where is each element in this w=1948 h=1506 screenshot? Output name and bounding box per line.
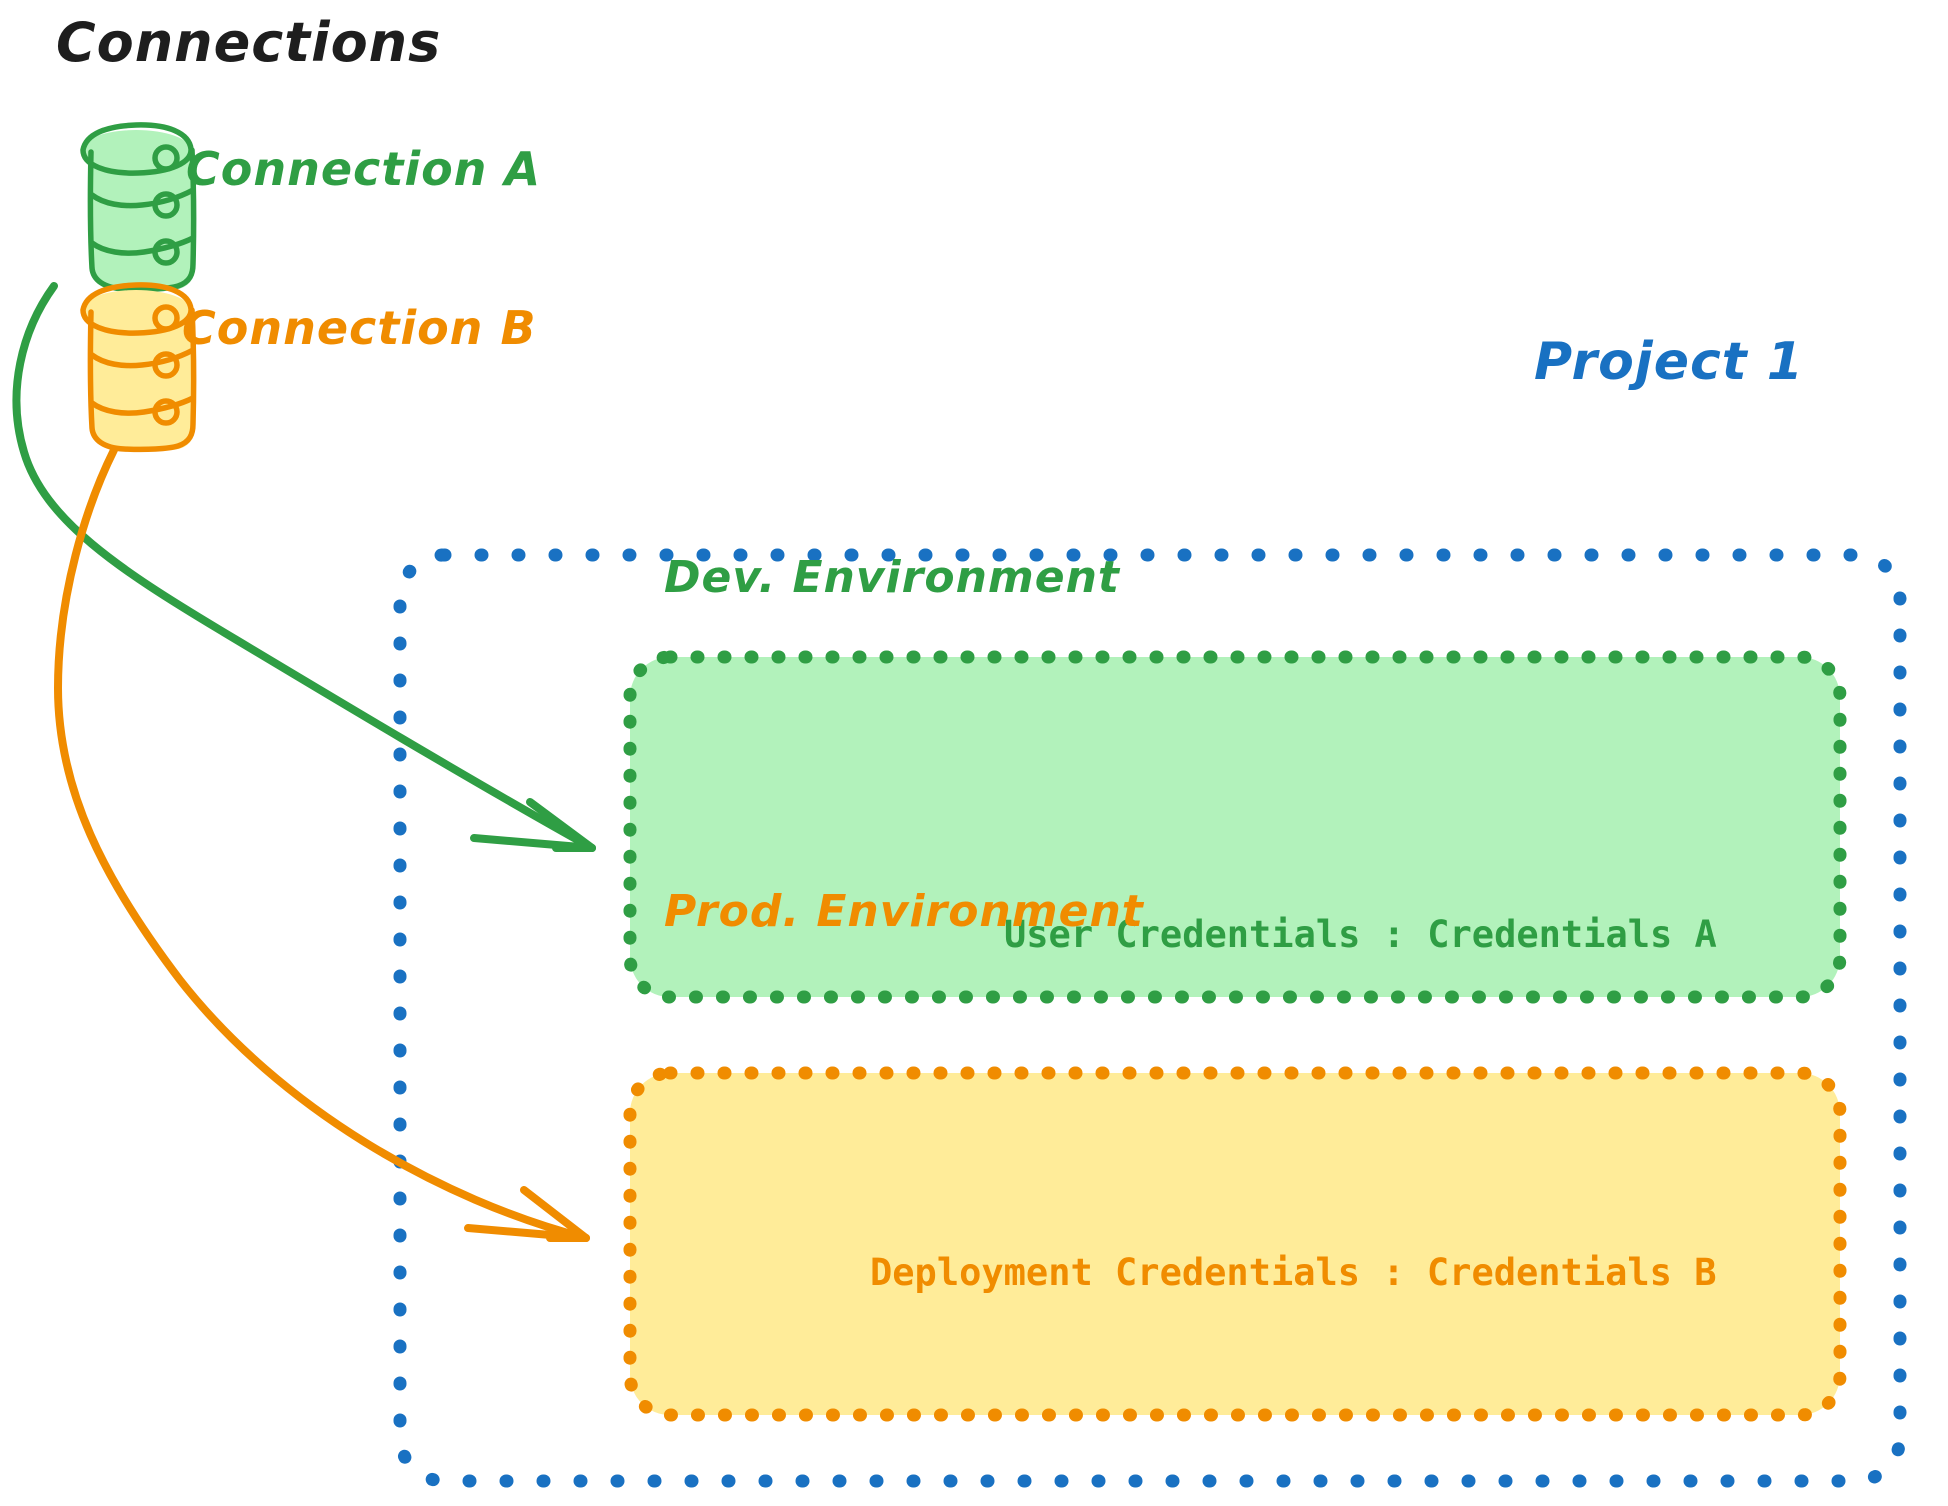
db-b-divider-2	[89, 395, 196, 416]
arrow-connection-b-to-prod	[54, 446, 590, 1242]
project-container[interactable]	[393, 548, 1907, 1488]
dev-environment-credentials: User Credentials : Credentials A	[1004, 913, 1717, 956]
arrow-a-head-lower	[470, 834, 596, 852]
db-b-indicator-1	[152, 304, 180, 332]
dev-environment-fill	[630, 657, 1840, 997]
project-dotted-border	[393, 548, 1907, 1488]
db-b-top-ellipse	[80, 282, 194, 336]
project-title: Project 1	[1534, 332, 1804, 392]
arrow-b-curve	[54, 446, 590, 1242]
prod-environment-title: Prod. Environment	[664, 886, 1144, 937]
db-a-top-fill	[81, 130, 191, 170]
db-a-divider-1	[89, 187, 196, 209]
db-a-divider-2	[89, 235, 196, 256]
prod-environment-dotted-border	[623, 1066, 1847, 1422]
connection-a-database-icon[interactable]	[80, 122, 197, 293]
connection-a-label[interactable]: Connection A	[186, 142, 542, 196]
arrow-b-head-lower	[464, 1224, 590, 1242]
arrow-connection-a-to-dev	[12, 282, 596, 852]
prod-environment-fill	[630, 1073, 1840, 1415]
db-a-indicator-3	[152, 238, 180, 266]
db-a-top-ellipse	[80, 122, 194, 176]
db-b-indicator-2	[152, 351, 180, 379]
connection-b-label[interactable]: Connection B	[182, 301, 537, 355]
page-title: Connections	[56, 11, 442, 74]
db-a-indicator-1	[152, 144, 180, 172]
db-b-divider-1	[89, 347, 196, 369]
dev-environment-box[interactable]	[623, 650, 1847, 1004]
db-b-indicator-3	[152, 398, 180, 426]
prod-environment-box[interactable]	[623, 1066, 1847, 1422]
prod-environment-credentials: Deployment Credentials : Credentials B	[870, 1251, 1717, 1294]
dev-environment-title: Dev. Environment	[664, 552, 1120, 603]
dev-environment-dotted-border	[623, 650, 1847, 1004]
connection-b-database-icon[interactable]	[80, 282, 197, 453]
db-a-indicator-2	[152, 191, 180, 219]
arrow-a-curve	[12, 282, 596, 852]
db-b-top-fill	[81, 290, 191, 330]
